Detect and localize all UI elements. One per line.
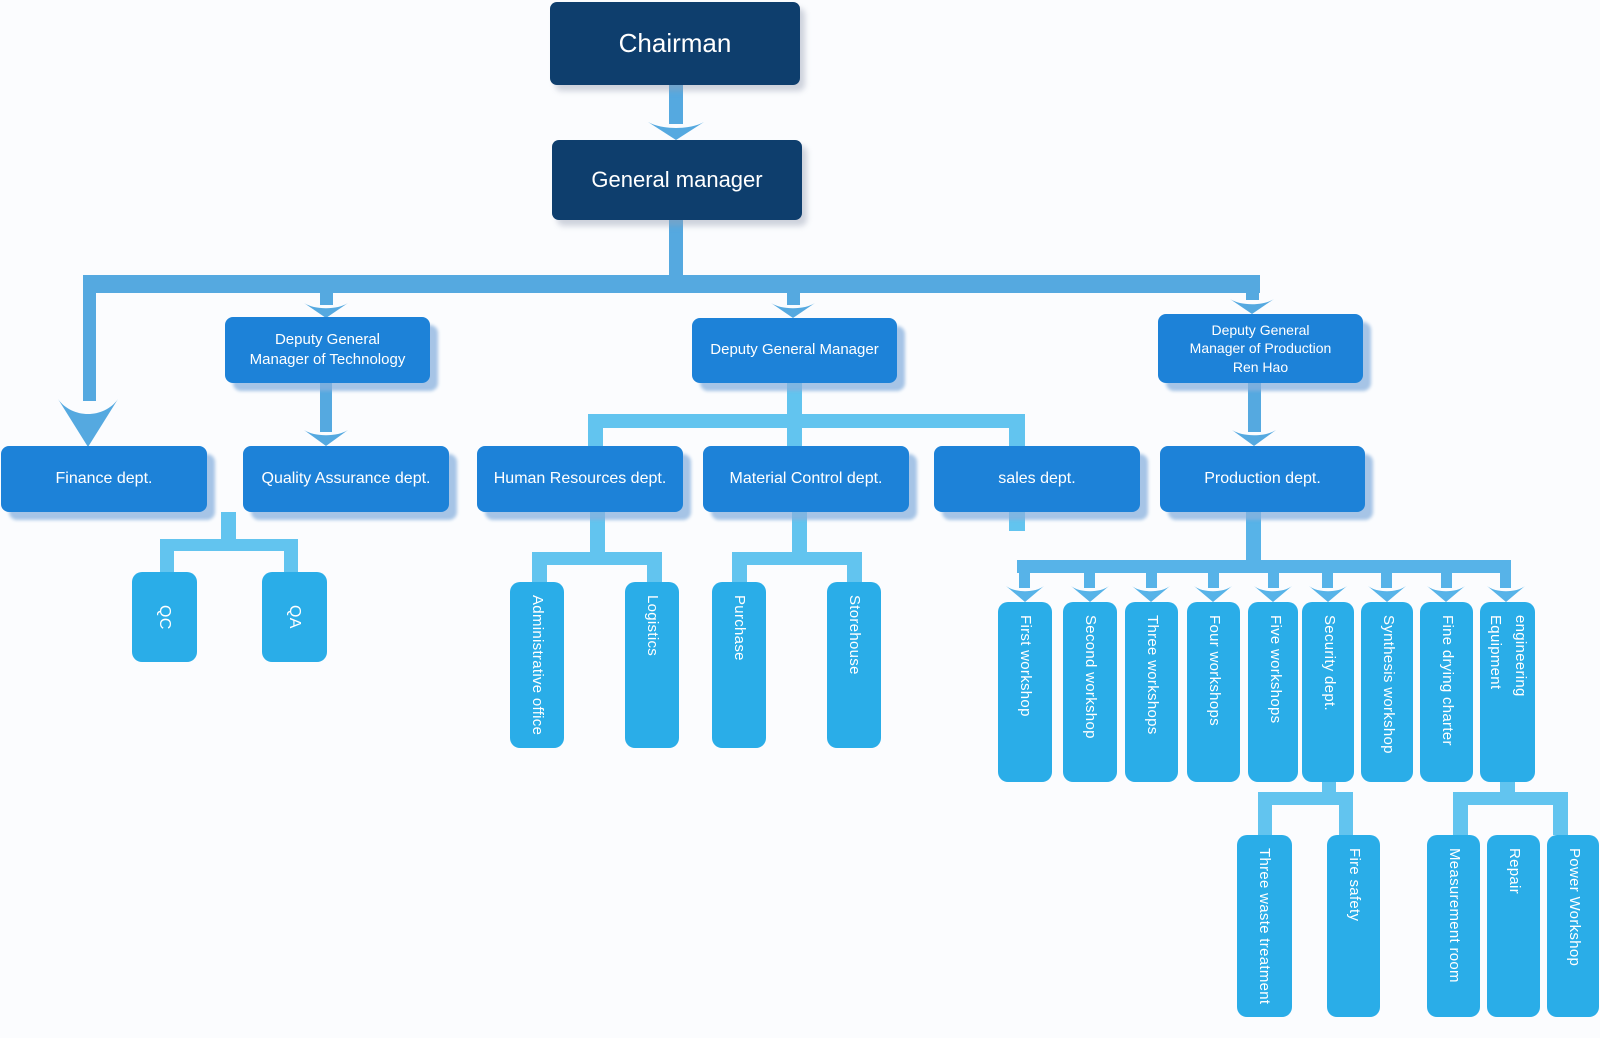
connector-equipment-bar [1453, 792, 1568, 805]
arrowhead-ws8 [1427, 586, 1465, 602]
connector-ws1 [1019, 573, 1030, 588]
arrowhead-deputy-general [771, 303, 815, 318]
connector-depprod-production [1248, 383, 1261, 432]
node-chairman: Chairman [550, 2, 800, 85]
connector-leg-storehouse [847, 552, 862, 582]
connector-finance-drop [83, 293, 96, 401]
connector-production-bar [1017, 560, 1511, 573]
node-four-workshops: Four workshops [1187, 602, 1240, 782]
node-logistics: Logistics [625, 582, 679, 748]
arrowhead-ws6 [1309, 586, 1347, 602]
connector-leg-hr [588, 414, 603, 446]
node-three-workshops: Three workshops [1125, 602, 1178, 782]
connector-leg-admin [532, 552, 547, 582]
arrowhead-ws3 [1132, 586, 1170, 602]
connector-ws8 [1441, 573, 1452, 588]
node-five-workshops: Five workshops [1248, 602, 1298, 782]
connector-ws2 [1084, 573, 1095, 588]
node-qa: QA [262, 572, 327, 662]
arrowhead-qa-dept [304, 430, 348, 446]
node-first-workshop: First workshop [998, 602, 1052, 782]
connector-leg-purchase [732, 552, 747, 582]
connector-security-stub [1322, 782, 1336, 794]
node-qc: QC [132, 572, 197, 662]
arrowhead-deputy-tech [304, 303, 348, 318]
connector-deputy-general-drop [787, 293, 800, 305]
arrowhead-ws7 [1368, 586, 1406, 602]
arrowhead-deputy-production [1230, 299, 1274, 314]
connector-leg-threewaste [1258, 792, 1272, 835]
node-power-workshop: Power Workshop [1547, 835, 1599, 1017]
arrowhead-finance [58, 399, 118, 447]
node-material-control-dept: Material Control dept. [703, 446, 909, 512]
node-finance-dept: Finance dept. [1, 446, 207, 512]
node-storehouse: Storehouse [827, 582, 881, 748]
arrowhead-ws5 [1254, 586, 1292, 602]
connector-sales-understub [1009, 512, 1025, 531]
connector-leg-sales [1009, 414, 1025, 446]
connector-security-bar [1258, 792, 1353, 805]
arrowhead-gm [648, 122, 704, 140]
connector-hr-bar [532, 552, 662, 565]
connector-qcqa-bar [160, 539, 298, 551]
connector-leg-logistics [647, 552, 662, 582]
arrowhead-ws1 [1006, 586, 1044, 602]
connector-equipment-stub [1500, 782, 1515, 794]
connector-ws9 [1500, 573, 1511, 588]
arrowhead-ws4 [1194, 586, 1232, 602]
connector-leg-firesafety [1339, 792, 1353, 835]
connector-deputy-production-drop [1246, 293, 1259, 300]
connector-gm-bar [669, 220, 683, 276]
connector-mc-stub [792, 512, 807, 552]
connector-leg-qa [284, 539, 298, 572]
connector-qa-stub [221, 512, 236, 539]
connector-ws5 [1268, 573, 1279, 588]
connector-depgen-bar [588, 414, 1025, 428]
node-administrative-office: Administrative office [510, 582, 564, 748]
node-deputy-general: Deputy General Manager [692, 318, 897, 383]
node-deputy-production: Deputy General Manager of Production Ren… [1158, 314, 1363, 383]
connector-deputy-tech-drop [320, 293, 333, 305]
connector-hr-stub [590, 512, 605, 552]
connector-tech-qa [320, 383, 332, 432]
connector-chairman-gm [669, 85, 683, 124]
node-three-waste-treatment: Three waste treatment [1237, 835, 1292, 1017]
node-deputy-technology: Deputy General Manager of Technology [225, 317, 430, 383]
node-quality-assurance-dept: Quality Assurance dept. [243, 446, 449, 512]
connector-mc-bar [732, 552, 862, 565]
node-general-manager: General manager [552, 140, 802, 220]
node-fine-drying-charter: Fine drying charter [1420, 602, 1473, 782]
connector-ws6 [1322, 573, 1333, 588]
node-repair: Repair [1487, 835, 1540, 1017]
connector-production-stub [1246, 512, 1261, 560]
arrowhead-ws9 [1487, 586, 1525, 602]
connector-leg-power [1553, 792, 1568, 835]
connector-leg-measurement [1453, 792, 1468, 835]
node-purchase: Purchase [712, 582, 766, 748]
node-synthesis-workshop: Synthesis workshop [1361, 602, 1413, 782]
node-human-resources-dept: Human Resources dept. [477, 446, 683, 512]
connector-ws7 [1381, 573, 1392, 588]
arrowhead-ws2 [1071, 586, 1109, 602]
connector-main-bar [83, 275, 1260, 293]
arrowhead-production-dept [1232, 430, 1276, 446]
node-measurement-room: Measurement room [1427, 835, 1480, 1017]
node-fire-safety: Fire safety [1327, 835, 1380, 1017]
node-production-dept: Production dept. [1160, 446, 1365, 512]
connector-ws3 [1146, 573, 1157, 588]
connector-ws4 [1208, 573, 1219, 588]
connector-leg-qc [160, 539, 174, 572]
node-equipment-engineering: Equipment engineering [1480, 602, 1535, 782]
node-sales-dept: sales dept. [934, 446, 1140, 512]
node-security-dept: Security dept. [1302, 602, 1354, 782]
node-second-workshop: Second workshop [1063, 602, 1117, 782]
